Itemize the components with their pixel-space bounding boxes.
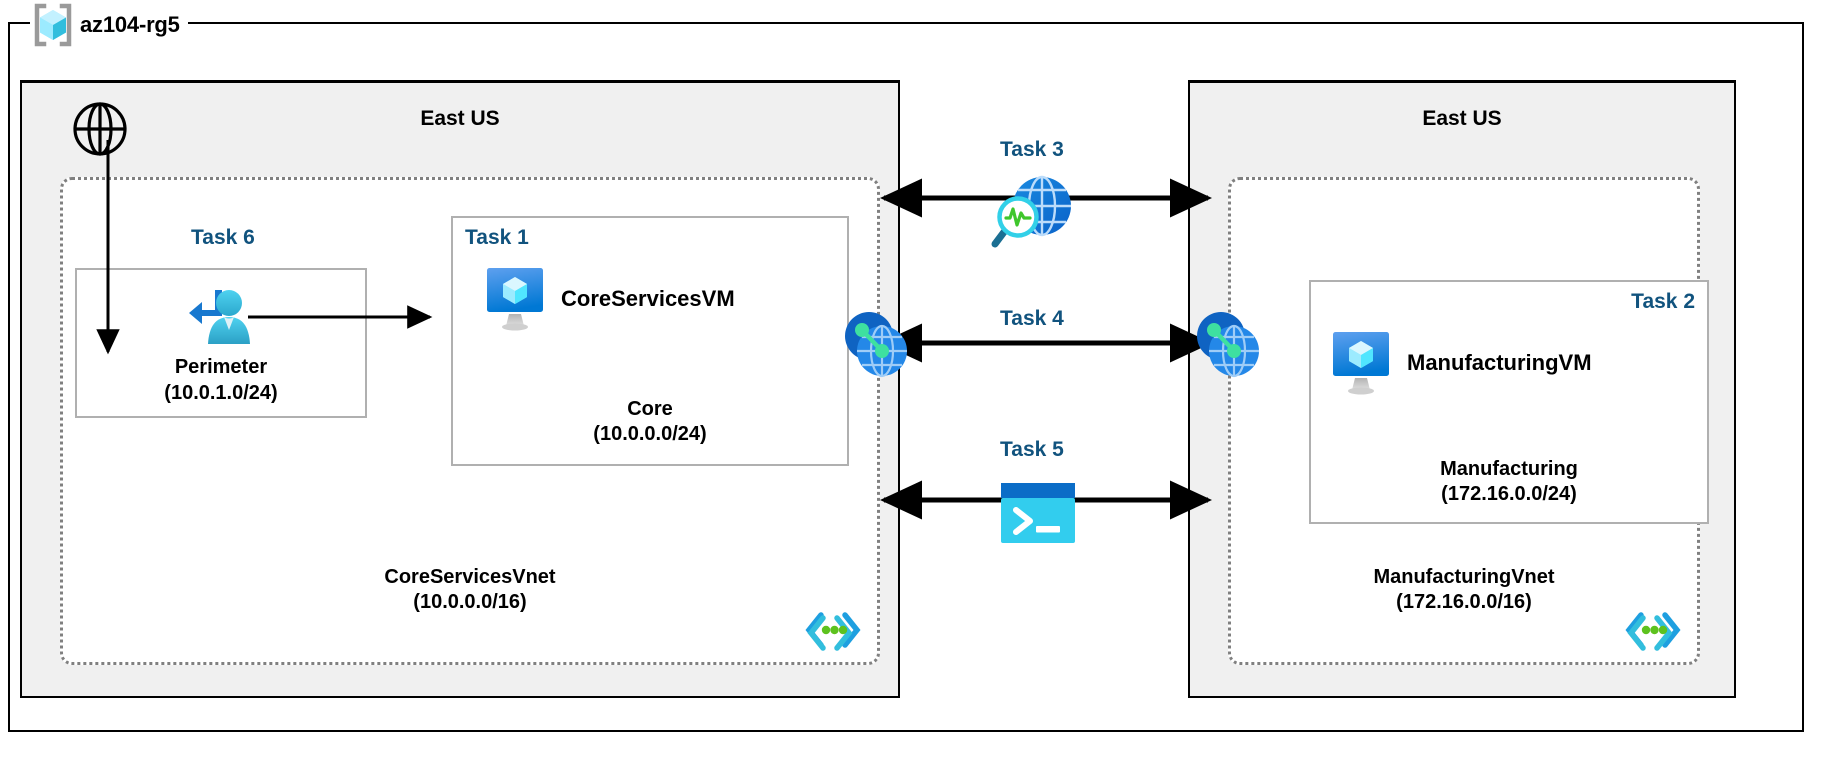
- vnet-manufacturing-name: ManufacturingVnet: [1373, 565, 1555, 588]
- vnet-coreservicesvnet: Task 6: [60, 177, 880, 665]
- core-subnet-name: Core: [627, 397, 673, 420]
- region-label-right: East US: [1422, 107, 1502, 130]
- perimeter-name: Perimeter: [174, 356, 268, 378]
- core-subnet-cidr: (10.0.0.0/24): [593, 423, 707, 446]
- azure-resource-group-icon: [30, 3, 76, 47]
- task-label-task4: Task 4: [1000, 307, 1064, 330]
- subnet-brackets-icon: [805, 609, 861, 656]
- vnet-peering-icon: [838, 306, 914, 387]
- virtual-machine-icon: [1329, 330, 1393, 396]
- vnet-core-cidr: (10.0.0.0/16): [413, 591, 527, 614]
- subnet-brackets-icon: [1625, 609, 1681, 656]
- perimeter-caption: Perimeter (10.0.1.0/24): [164, 354, 277, 406]
- region-east-us-right: East US Task 2: [1188, 80, 1736, 698]
- vnet-core-name: CoreServicesVnet: [384, 565, 556, 588]
- subnet-perimeter: Perimeter (10.0.1.0/24): [75, 268, 367, 418]
- vm-row-coreservicesvm: CoreServicesVM: [483, 266, 735, 332]
- subnet-core: Task 1: [451, 216, 849, 466]
- vm-row-manufacturingvm: ManufacturingVM: [1329, 330, 1592, 396]
- bastion-user-icon: [184, 284, 258, 350]
- region-label-left: East US: [420, 107, 500, 130]
- vnet-label-core: CoreServicesVnet (10.0.0.0/16): [63, 565, 877, 616]
- virtual-machine-icon: [483, 266, 547, 332]
- core-subnet-caption: Core (10.0.0.0/24): [453, 397, 847, 448]
- task-label-task3: Task 3: [1000, 138, 1064, 161]
- vnet-peering-icon: [1190, 306, 1266, 387]
- vm-name-manufacturingvm: ManufacturingVM: [1407, 350, 1592, 375]
- globe-internet-icon: [72, 101, 128, 162]
- manufacturing-subnet-name: Manufacturing: [1440, 457, 1578, 480]
- vnet-manufacturing-cidr: (172.16.0.0/16): [1396, 591, 1532, 614]
- cloud-shell-icon: [1000, 482, 1076, 549]
- resource-group-header: az104-rg5: [30, 2, 188, 48]
- region-east-us-left: East US Task 6: [20, 80, 900, 698]
- task-label-task1: Task 1: [465, 226, 529, 249]
- resource-group-frame: [8, 22, 1804, 732]
- vnet-manufacturingvnet: Task 2: [1228, 177, 1709, 665]
- task-label-task5: Task 5: [1000, 438, 1064, 461]
- network-watcher-icon: [988, 172, 1080, 255]
- bastion-block: Perimeter (10.0.1.0/24): [77, 284, 365, 406]
- task-label-task2: Task 2: [1631, 290, 1695, 313]
- resource-group-title: az104-rg5: [80, 12, 180, 37]
- subnet-manufacturing: Task 2: [1309, 280, 1709, 524]
- manufacturing-subnet-cidr: (172.16.0.0/24): [1441, 483, 1577, 506]
- manufacturing-subnet-caption: Manufacturing (172.16.0.0/24): [1311, 457, 1707, 508]
- task-label-task6: Task 6: [191, 226, 255, 249]
- vm-name-coreservicesvm: CoreServicesVM: [561, 286, 735, 311]
- vnet-label-manufacturing: ManufacturingVnet (172.16.0.0/16): [1231, 565, 1697, 616]
- perimeter-cidr: (10.0.1.0/24): [164, 382, 278, 404]
